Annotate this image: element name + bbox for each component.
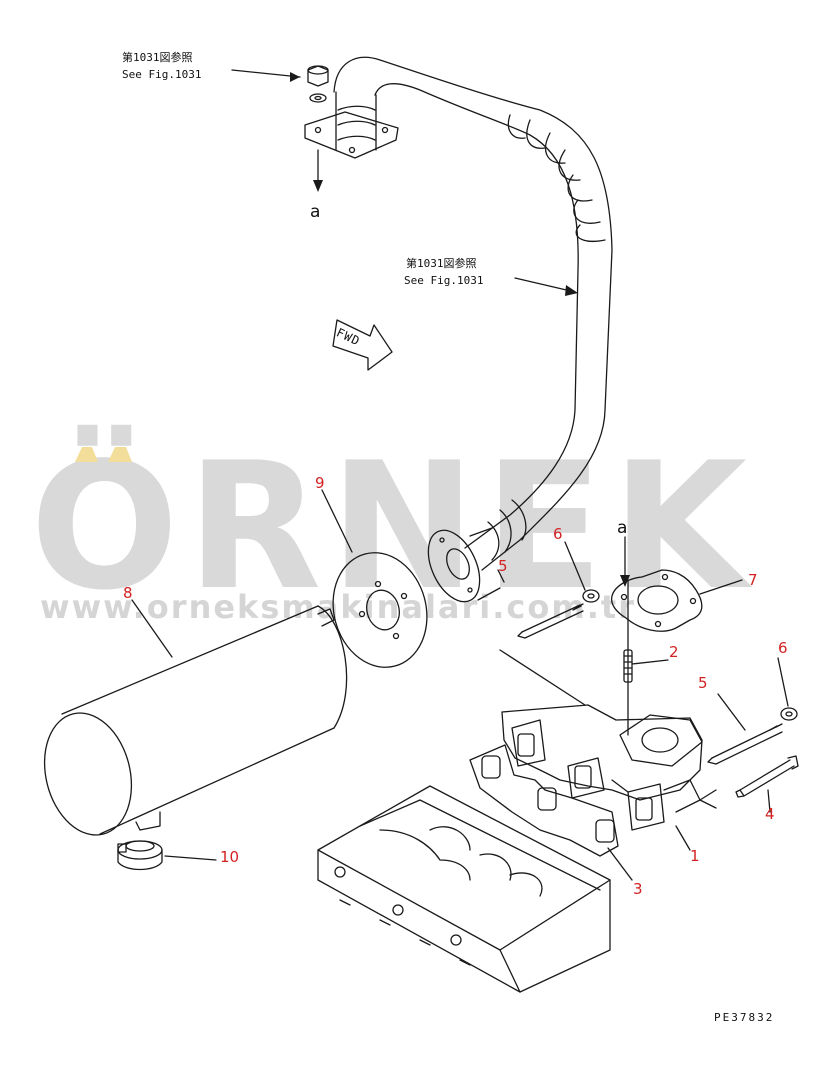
- stud-bolt-right: [707, 723, 783, 765]
- pipe-bottom-flange: [427, 527, 501, 603]
- leader-arrows: [231, 69, 629, 736]
- part-number-3: 3: [633, 880, 643, 898]
- pipe-top-flange: [304, 111, 399, 159]
- cylinder-head: [317, 785, 611, 993]
- stud-bolt-left: [499, 603, 586, 706]
- ref-note-top-jp: 第1031図参照: [122, 51, 193, 64]
- nut-upper: [582, 589, 600, 603]
- muffler-clamp: [117, 840, 163, 871]
- exhaust-gasket: [610, 569, 703, 632]
- ref-note-mid-en: See Fig.1031: [404, 274, 484, 287]
- fwd-arrow-icon: [332, 319, 393, 371]
- drawing-code: PE37832: [714, 1011, 775, 1024]
- top-nut-icon: [307, 65, 329, 103]
- part-number-1: 1: [690, 847, 700, 865]
- exhaust-manifold: [501, 704, 703, 831]
- manifold-gasket: [469, 744, 619, 857]
- leader-lines: [131, 489, 789, 881]
- part-number-5-left: 5: [498, 557, 508, 575]
- muffler-gasket-disc: [332, 552, 428, 668]
- exhaust-pipe: [333, 56, 613, 571]
- label-a-top: a: [310, 202, 321, 222]
- part-number-2: 2: [669, 643, 679, 661]
- part-number-6-upper: 6: [553, 525, 563, 543]
- part-number-6-right: 6: [778, 639, 788, 657]
- stud-2: [623, 649, 633, 683]
- part-number-10: 10: [220, 848, 240, 866]
- ref-note-mid-jp: 第1031図参照: [406, 257, 477, 270]
- watermark-accent-icon: [75, 447, 132, 462]
- watermark-url: www.orneksmakinalari.com.tr: [40, 588, 636, 626]
- part-number-5-right: 5: [698, 674, 708, 692]
- label-a-right: a: [617, 518, 628, 538]
- ref-note-top-en: See Fig.1031: [122, 68, 202, 81]
- part-number-9: 9: [315, 474, 325, 492]
- part-number-7: 7: [748, 571, 758, 589]
- part-number-8: 8: [123, 584, 133, 602]
- bolt-4: [699, 755, 799, 809]
- part-number-4: 4: [765, 805, 775, 823]
- nut-right: [780, 707, 798, 721]
- muffler: [43, 605, 348, 836]
